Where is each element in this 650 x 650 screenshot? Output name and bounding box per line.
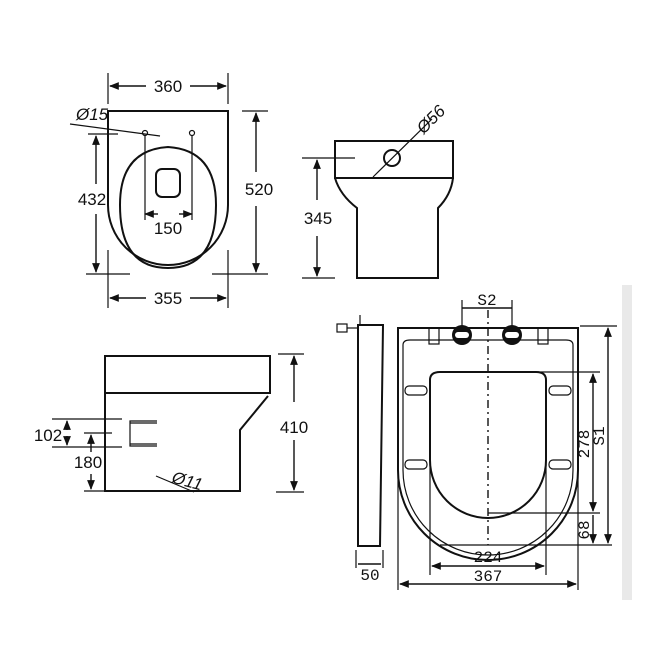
seat-inner-outline [402,339,574,556]
seat-side-view: 50 [336,315,385,585]
fixing-hole-left [141,129,149,137]
inlet-hole [383,149,401,167]
bumper [404,459,428,470]
fixing-hole-right [188,129,196,137]
seat-outer-outline [397,327,579,561]
dim-inlet-height: 345 [304,209,332,228]
bumper [548,459,572,470]
seat-top-view: S2 224 367 278 68 S1 [397,292,617,590]
front-cistern-band [334,140,454,179]
front-view: Ø56 345 [302,101,454,279]
dim-front-rim: 68 [576,520,594,539]
bumper [404,385,428,396]
bowl-rim [118,145,218,270]
dim-fixing-hole: Ø15 [75,105,109,124]
side-view: 102 180 Ø11 410 [34,353,308,494]
drain-opening [155,168,181,198]
hinge-block-right [537,327,549,345]
dim-overall-length: S1 [591,426,609,445]
top-view: 150 Ø15 360 355 432 520 [69,73,273,308]
dim-seat-thickness: 50 [360,567,379,585]
dim-total-height: 410 [280,418,308,437]
dim-fixing-spacing: 150 [154,219,182,238]
dim-depth-to-fixings: 432 [78,190,106,209]
dim-outlet-offset: 102 [34,426,62,445]
dim-width-bottom: 355 [154,289,182,308]
dim-depth-total: 520 [245,180,273,199]
hinge-block-left [428,327,440,345]
front-pedestal [334,177,454,279]
pan-outline [107,110,229,266]
dim-hinge-spacing: S2 [477,292,496,310]
seat-opening [429,371,547,519]
dim-width-top: 360 [154,77,182,96]
dim-outlet-height: 180 [74,453,102,472]
side-top-band [104,355,271,394]
side-body [104,393,269,492]
dim-opening-width: 224 [474,549,503,567]
outlet-bracket [129,420,157,447]
hinge-pin [336,323,348,333]
scan-edge-strip [622,285,632,600]
dim-overall-width: 367 [474,568,503,586]
dim-opening-length: 278 [576,430,594,459]
bumper [548,385,572,396]
seat-side-profile [357,324,385,547]
